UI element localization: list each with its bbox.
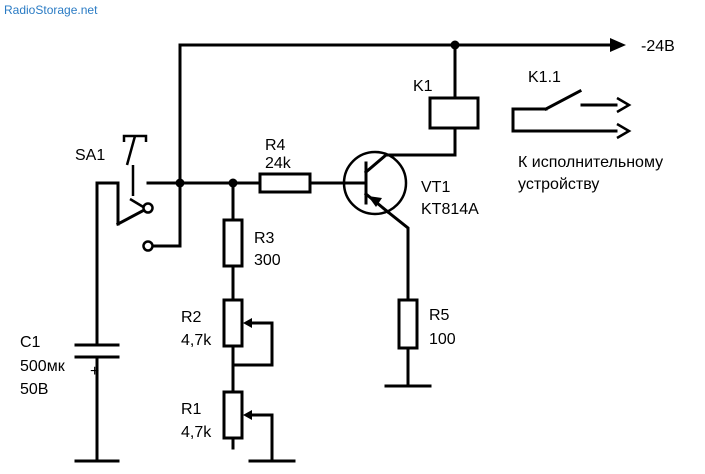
capacitor-voltage: 50B	[20, 381, 48, 398]
relay-coil-k1	[384, 43, 480, 157]
load-note-line2: устройству	[518, 176, 599, 193]
main-node-wire	[146, 178, 262, 188]
capacitor-value: 500мк	[20, 358, 66, 375]
r1-value: 4,7k	[181, 424, 212, 441]
watermark: RadioStorage.net	[4, 3, 98, 17]
relay-contact-ref: K1.1	[528, 69, 561, 86]
capacitor-c1	[74, 181, 120, 463]
r2-ref: R2	[181, 309, 202, 326]
r4-value: 24k	[265, 155, 292, 172]
r5-value: 100	[429, 331, 456, 348]
resistor-r5	[384, 298, 432, 388]
r3-ref: R3	[254, 230, 275, 247]
r5-ref: R5	[429, 307, 450, 324]
potentiometer-r2	[222, 298, 274, 394]
resistor-r4	[258, 172, 354, 194]
r2-value: 4,7k	[181, 332, 212, 349]
capacitor-polarity: +	[90, 363, 99, 380]
r1-ref: R1	[181, 401, 202, 418]
transistor-vt1	[342, 150, 410, 302]
capacitor-ref: C1	[20, 334, 41, 351]
transistor-ref: VT1	[421, 179, 450, 196]
switch-sa1	[95, 134, 154, 252]
supply-label: -24B	[641, 38, 675, 55]
load-note-line1: К исполнительному	[518, 154, 663, 171]
resistor-r3	[222, 181, 244, 302]
relay-ref: K1	[413, 78, 433, 95]
r4-ref: R4	[265, 137, 286, 154]
switch-ref: SA1	[75, 147, 105, 164]
switch-to-rail-wire	[146, 43, 182, 248]
r3-value: 300	[254, 252, 281, 269]
transistor-type: KT814A	[421, 201, 479, 218]
potentiometer-r1	[222, 390, 296, 463]
relay-contact-k1-1	[511, 88, 632, 140]
supply-rail	[178, 38, 626, 52]
